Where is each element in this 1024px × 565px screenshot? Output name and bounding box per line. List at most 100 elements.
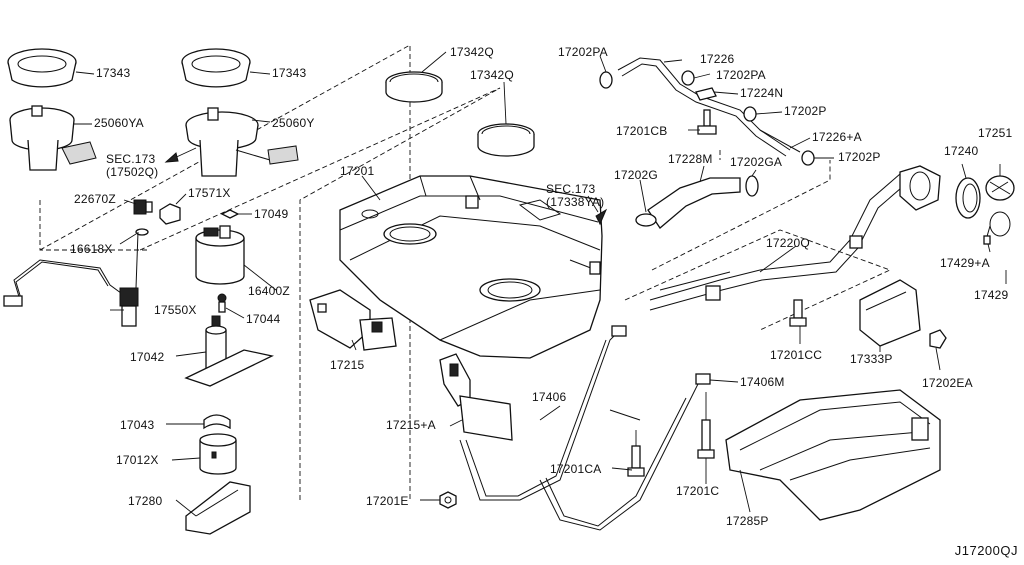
label-17226: 17226 — [700, 52, 735, 66]
seal-17049 — [220, 209, 240, 219]
label-17343-right: 17343 — [272, 66, 307, 80]
clamp-17202G — [635, 213, 657, 227]
oring-16618X — [119, 228, 149, 245]
hose-17228M — [647, 177, 741, 229]
ring-17240 — [955, 177, 981, 219]
label-22670Z: 22670Z — [74, 192, 116, 206]
label-17228M: 17228M — [668, 152, 713, 166]
label-17201E: 17201E — [366, 494, 409, 508]
protector-17215A — [439, 353, 513, 441]
label-17224N: 17224N — [740, 86, 784, 100]
cap-17251 — [985, 175, 1015, 201]
clamp-17202PA-1 — [599, 71, 613, 89]
label-sec173-right-ref: (17338YA) — [546, 195, 605, 209]
filler-tube-17220Q — [649, 165, 941, 311]
label-25060Y: 25060Y — [272, 116, 315, 130]
hose-17226 — [617, 57, 801, 157]
pump-filter-16400Z — [195, 225, 277, 291]
label-17202GA: 17202GA — [730, 155, 783, 169]
label-17280: 17280 — [128, 494, 163, 508]
label-17215: 17215 — [330, 358, 365, 372]
label-17571X: 17571X — [188, 186, 231, 200]
tether-17429 — [983, 211, 1011, 245]
clamp-17202PA-2 — [681, 70, 695, 86]
packing-17342Q-a — [385, 71, 443, 103]
strap-17406M — [539, 373, 711, 531]
leader-lines — [74, 51, 1007, 517]
label-17201CB: 17201CB — [616, 124, 668, 138]
clamp-17202GA — [745, 175, 759, 197]
clamp-17202P-2 — [801, 150, 815, 166]
label-17202PA-1: 17202PA — [558, 45, 608, 59]
lock-ring-17343-right — [181, 48, 251, 88]
sec173-arrowhead-left — [164, 152, 179, 163]
heat-shield-17285P — [725, 389, 941, 521]
label-17201CC: 17201CC — [770, 348, 823, 362]
bolt-17201CC — [789, 299, 807, 327]
protector-17215 — [309, 289, 397, 351]
label-17049: 17049 — [254, 207, 289, 221]
label-17202PA-2: 17202PA — [716, 68, 766, 82]
label-sec173-left-ref: (17502Q) — [106, 165, 159, 179]
clip-17043 — [203, 414, 231, 430]
assembly-dash-lines — [39, 44, 892, 500]
holder-17012X — [199, 433, 237, 475]
label-17042: 17042 — [130, 350, 165, 364]
label-17043: 17043 — [120, 418, 155, 432]
label-16618X: 16618X — [70, 242, 113, 256]
bolt-17044 — [217, 293, 227, 313]
label-17429: 17429 — [974, 288, 1009, 302]
label-17201: 17201 — [340, 164, 375, 178]
fuel-tank-17201 — [339, 175, 603, 359]
bracket-17224N — [695, 87, 717, 101]
label-17202G: 17202G — [614, 168, 658, 182]
clip-22670Z — [133, 199, 153, 215]
label-17215A: 17215+A — [386, 418, 436, 432]
label-17012X: 17012X — [116, 453, 159, 467]
bolt-17201CA — [627, 430, 645, 477]
label-17202EA: 17202EA — [922, 376, 973, 390]
packing-17342Q-b — [477, 123, 535, 157]
fuel-sender-25060YA — [9, 105, 97, 171]
label-17342Q-b: 17342Q — [470, 68, 514, 82]
label-17343-left: 17343 — [96, 66, 131, 80]
label-17406M: 17406M — [740, 375, 785, 389]
label-17406: 17406 — [532, 390, 567, 404]
label-17285P: 17285P — [726, 514, 769, 528]
reservoir-17280 — [185, 481, 251, 535]
pump-17042 — [184, 315, 274, 387]
lock-ring-17343-left — [7, 48, 77, 88]
label-17429A: 17429+A — [940, 256, 990, 270]
label-17201C: 17201C — [676, 484, 720, 498]
label-17251: 17251 — [978, 126, 1013, 140]
label-sec173-right: SEC.173 — [546, 182, 596, 196]
label-16400Z: 16400Z — [248, 284, 290, 298]
sec173-arrowhead-right — [595, 208, 608, 226]
bolt-17201E — [439, 491, 457, 509]
label-17226A: 17226+A — [812, 130, 862, 144]
strap-17406 — [459, 325, 641, 501]
label-17202P-2: 17202P — [838, 150, 881, 164]
label-17202P-1: 17202P — [784, 104, 827, 118]
label-17220Q: 17220Q — [766, 236, 810, 250]
label-17201CA: 17201CA — [550, 462, 602, 476]
drawing-code: J17200QJ — [954, 543, 1018, 558]
clip-17202EA — [929, 329, 947, 349]
clamp-17202P-1 — [743, 106, 757, 122]
label-17044: 17044 — [246, 312, 281, 326]
label-17240: 17240 — [944, 144, 979, 158]
label-17333P: 17333P — [850, 352, 893, 366]
bolt-17201C — [697, 392, 715, 459]
label-17550X: 17550X — [154, 303, 197, 317]
label-sec173-left: SEC.173 — [106, 152, 156, 166]
label-25060YA: 25060YA — [94, 116, 144, 130]
bracket-17571X — [159, 193, 187, 225]
bolt-17201CB — [697, 109, 717, 135]
fuel-sender-25060Y — [185, 107, 299, 177]
label-17342Q-a: 17342Q — [450, 45, 494, 59]
harness-17550X — [3, 231, 139, 327]
protector-17333P — [859, 279, 921, 347]
sec173-arrow-right — [587, 195, 599, 213]
